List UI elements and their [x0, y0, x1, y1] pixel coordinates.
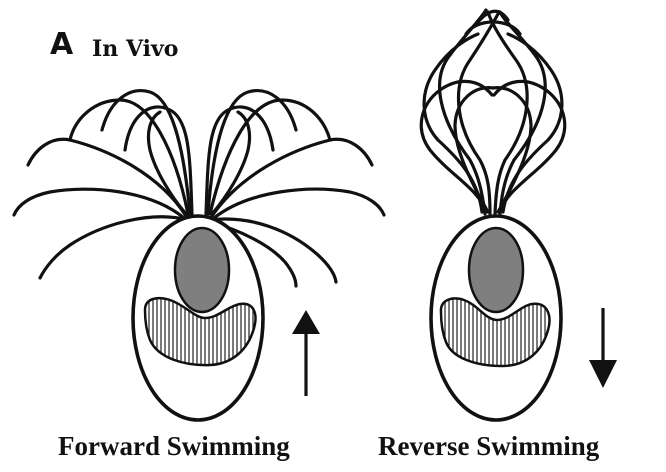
reverse-cell — [421, 10, 617, 420]
forward-cell — [14, 91, 384, 420]
reverse-flagella — [421, 10, 564, 214]
forward-swimming-caption: Forward Swimming — [58, 433, 290, 460]
reverse-direction-arrow — [589, 308, 617, 388]
panel-letter: A — [50, 30, 73, 60]
reverse-swimming-caption: Reverse Swimming — [378, 433, 599, 460]
panel-subtitle: In Vivo — [92, 38, 178, 60]
reverse-nucleus — [469, 228, 523, 312]
forward-direction-arrow — [292, 310, 320, 396]
forward-nucleus — [175, 228, 229, 312]
